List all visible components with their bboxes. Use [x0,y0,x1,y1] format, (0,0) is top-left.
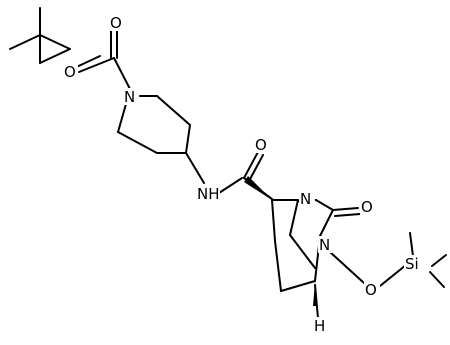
bond [315,199,334,211]
atom-o-amide: O [255,136,267,154]
bond [431,254,447,267]
atom-nh-amide: NH [197,185,220,203]
atom-o-boc-carbonyl: O [110,14,122,32]
wedge-bond [244,176,272,200]
bond [243,151,259,179]
bond [409,232,414,257]
atom-n-piperidine: N [124,88,135,106]
bond [271,199,276,242]
bond [332,207,359,211]
bond [39,48,71,64]
atom-o-lactam: O [361,198,373,216]
bond [379,264,407,287]
bond [78,57,115,73]
bond [274,240,282,292]
atom-o-silyloxy: O [365,281,377,299]
bond [156,95,191,126]
bond [319,209,334,237]
bonds [9,7,447,319]
atom-labels: O O N NH O N O N O Si H [62,14,426,335]
bond [218,177,243,194]
bond [185,124,191,154]
atom-si: Si [405,255,419,273]
atom-n-bridgehead: N [300,190,311,208]
bond [289,199,299,236]
bond [289,234,316,269]
atom-h-stereo: H [314,317,325,335]
atom-n-lactam: N [319,236,330,254]
bond [113,57,131,90]
bond [248,154,264,182]
bond [185,152,205,184]
bond [117,131,158,154]
bond [117,103,127,133]
bond [9,34,41,50]
bond [429,271,445,288]
bond [329,251,365,284]
bond [280,280,316,292]
atom-o-ester: O [64,63,76,81]
bond [334,213,361,217]
bond [39,34,71,50]
wedge-bond [313,281,317,306]
